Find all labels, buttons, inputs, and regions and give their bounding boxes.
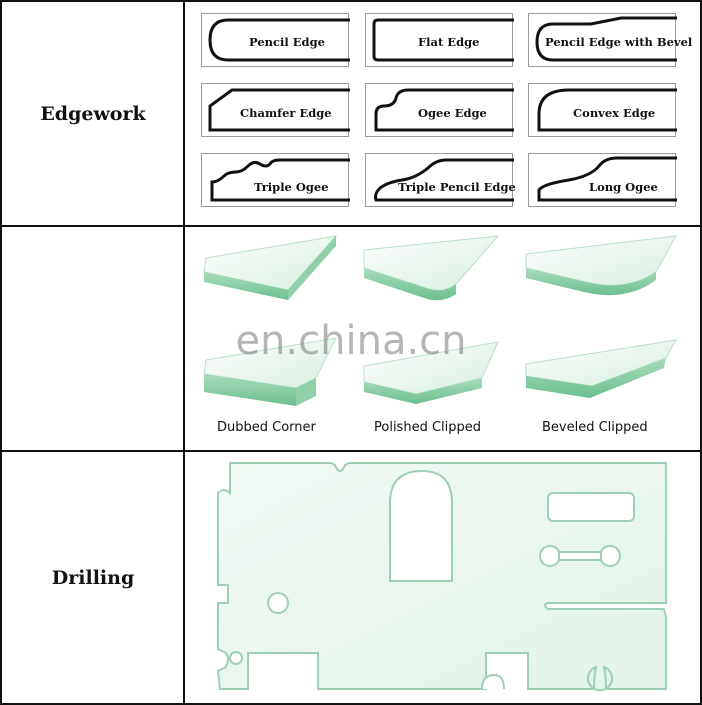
edge-label: Triple Ogee	[254, 180, 329, 194]
pencil-edge-profile-icon	[208, 18, 350, 62]
edge-card-triple-pencil: Triple Pencil Edge	[365, 153, 516, 207]
slot-cutout	[547, 492, 635, 522]
triple-pencil-profile-icon	[374, 158, 514, 202]
edge-label: Triple Pencil Edge	[398, 180, 516, 194]
column-divider	[183, 0, 185, 705]
edge-label: Convex Edge	[573, 106, 656, 120]
edge-label: Flat Edge	[418, 35, 480, 49]
table-border-top	[0, 0, 702, 2]
row-label-edgework: Edgework	[40, 102, 146, 125]
triple-ogee-profile-icon	[210, 158, 350, 202]
table-border-bottom	[0, 703, 702, 705]
watermark-text: en.china.cn	[235, 318, 467, 364]
dumbbell-cutout	[539, 545, 621, 567]
edge-card-pencil-bevel: Pencil Edge with Bevel	[528, 13, 692, 67]
edge-card-chamfer: Chamfer Edge	[201, 83, 350, 137]
edge-card-pencil: Pencil Edge	[201, 13, 350, 67]
corner-illustrations	[203, 235, 677, 406]
chamfer-edge-profile-icon	[208, 88, 350, 132]
flat-edge-profile-icon	[372, 18, 514, 62]
edge-label: Long Ogee	[589, 180, 658, 194]
corner-caption: Beveled Clipped	[542, 420, 648, 435]
polished-clipped-top-glass	[363, 235, 500, 301]
edge-label: Chamfer Edge	[240, 106, 332, 120]
edge-card-long-ogee: Long Ogee	[528, 153, 677, 207]
convex-edge-profile-icon	[537, 88, 677, 132]
edge-card-convex: Convex Edge	[528, 83, 677, 137]
edge-label: Pencil Edge with Bevel	[545, 35, 693, 49]
pencil-bevel-profile-icon	[535, 16, 677, 62]
drilling-glass-panel	[216, 462, 667, 692]
arched-cutout	[389, 469, 453, 582]
edge-card-ogee: Ogee Edge	[365, 83, 514, 137]
table-border-right	[700, 0, 702, 705]
beveled-clipped-top-glass	[525, 235, 677, 296]
edge-card-triple-ogee: Triple Ogee	[201, 153, 350, 207]
corner-caption: Dubbed Corner	[217, 420, 316, 435]
dubbed-corner-top-glass	[203, 235, 338, 300]
row-divider-2	[0, 450, 702, 452]
drill-hole	[267, 592, 289, 614]
edge-label: Pencil Edge	[249, 35, 325, 49]
corner-caption: Polished Clipped	[374, 420, 482, 435]
edge-card-flat: Flat Edge	[365, 13, 514, 67]
edge-notch	[229, 651, 243, 665]
edge-label: Ogee Edge	[418, 106, 487, 120]
row-divider-1	[0, 225, 702, 227]
long-ogee-profile-icon	[537, 156, 677, 202]
ogee-edge-profile-icon	[374, 88, 514, 132]
u-notch	[481, 673, 505, 690]
beveled-clipped-glass	[525, 339, 677, 398]
polished-clipped-glass	[363, 341, 499, 404]
table-border-left	[0, 0, 2, 705]
dubbed-corner-glass	[203, 337, 337, 406]
row-label-drilling: Drilling	[51, 566, 135, 589]
